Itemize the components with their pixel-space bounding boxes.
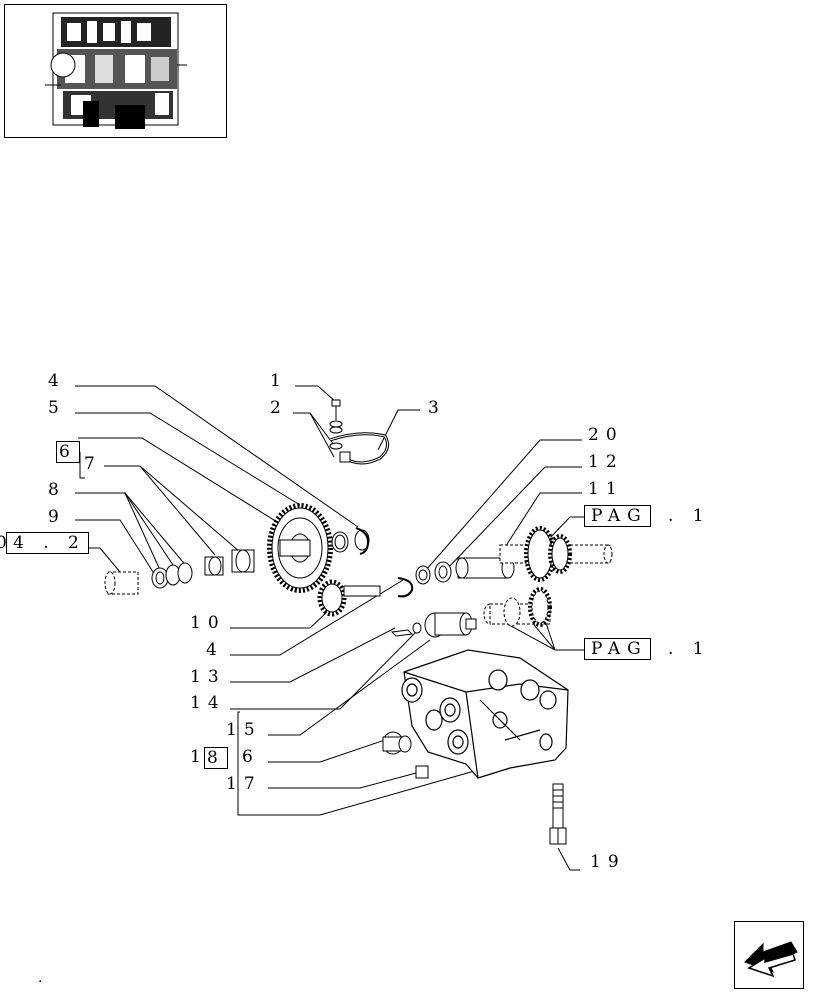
callout-17: 17 (226, 774, 262, 794)
pag-ref-bottom[interactable]: PAG (584, 638, 651, 660)
pag-ref-bottom-suffix: . 1 (668, 639, 711, 659)
right-gear-cluster (483, 526, 613, 627)
callout-3: 3 (428, 398, 446, 418)
callout-18-box: 8 (204, 747, 228, 769)
callout-13: 13 (190, 667, 226, 687)
leader-7 (104, 465, 216, 556)
leader-17 (268, 771, 421, 789)
leader-1 (295, 385, 337, 403)
footer-dot: . (38, 970, 43, 986)
leader-3 (377, 409, 420, 451)
leader-4-bottom (230, 579, 404, 656)
leader-18-bracket (237, 711, 486, 816)
leader-12 (445, 466, 582, 571)
leader-6 (78, 437, 291, 531)
callout-14: 14 (190, 693, 226, 713)
callout-20: 20 (588, 425, 624, 445)
callout-15: 15 (226, 720, 262, 740)
callout-7: 7 (84, 454, 102, 474)
callout-16: 6 (242, 747, 260, 767)
callout-2: 2 (270, 398, 288, 418)
pag-ref-top-suffix: . 1 (668, 506, 711, 526)
left-shaft-parts (104, 549, 255, 595)
ref-left-prefix: 0 (0, 534, 14, 552)
callout-1: 1 (270, 371, 288, 391)
leader-4-top (75, 385, 359, 528)
callout-5: 5 (48, 398, 66, 418)
engine-thumbnail-icon (45, 12, 187, 129)
callout-18-prefix: 1 (190, 747, 208, 767)
callout-4-bottom: 4 (206, 640, 224, 660)
pump-parts (382, 612, 477, 779)
pag-ref-top[interactable]: PAG (584, 505, 651, 527)
callout-6-box: 6 (56, 441, 80, 463)
leader-20 (425, 439, 582, 571)
leader-11 (499, 492, 582, 556)
engine-thumbnail (4, 4, 227, 138)
leader-19 (557, 847, 580, 871)
callout-12: 12 (588, 452, 624, 472)
leader-9 (75, 519, 156, 576)
callout-8: 8 (48, 480, 66, 500)
next-page-arrow-icon (744, 941, 798, 978)
long-bolt (549, 783, 567, 845)
idler-shaft (317, 557, 515, 617)
leader-pag-top (547, 516, 584, 541)
callout-11: 11 (588, 479, 624, 499)
pump-housing (401, 649, 569, 779)
leader-13 (230, 627, 396, 683)
callout-10: 10 (190, 613, 226, 633)
callout-19: 19 (590, 852, 626, 872)
leader-2 (293, 412, 335, 446)
leader-5 (75, 412, 301, 506)
ref-left-box[interactable]: 4 . 2 (6, 532, 89, 554)
callout-9: 9 (48, 507, 66, 527)
large-gear (267, 503, 370, 593)
leader-14 (230, 629, 419, 710)
callout-4: 4 (48, 371, 66, 391)
next-page-button[interactable] (734, 921, 804, 989)
leader-15 (268, 639, 431, 736)
pipe-assembly (329, 399, 390, 465)
leader-16 (268, 739, 386, 763)
